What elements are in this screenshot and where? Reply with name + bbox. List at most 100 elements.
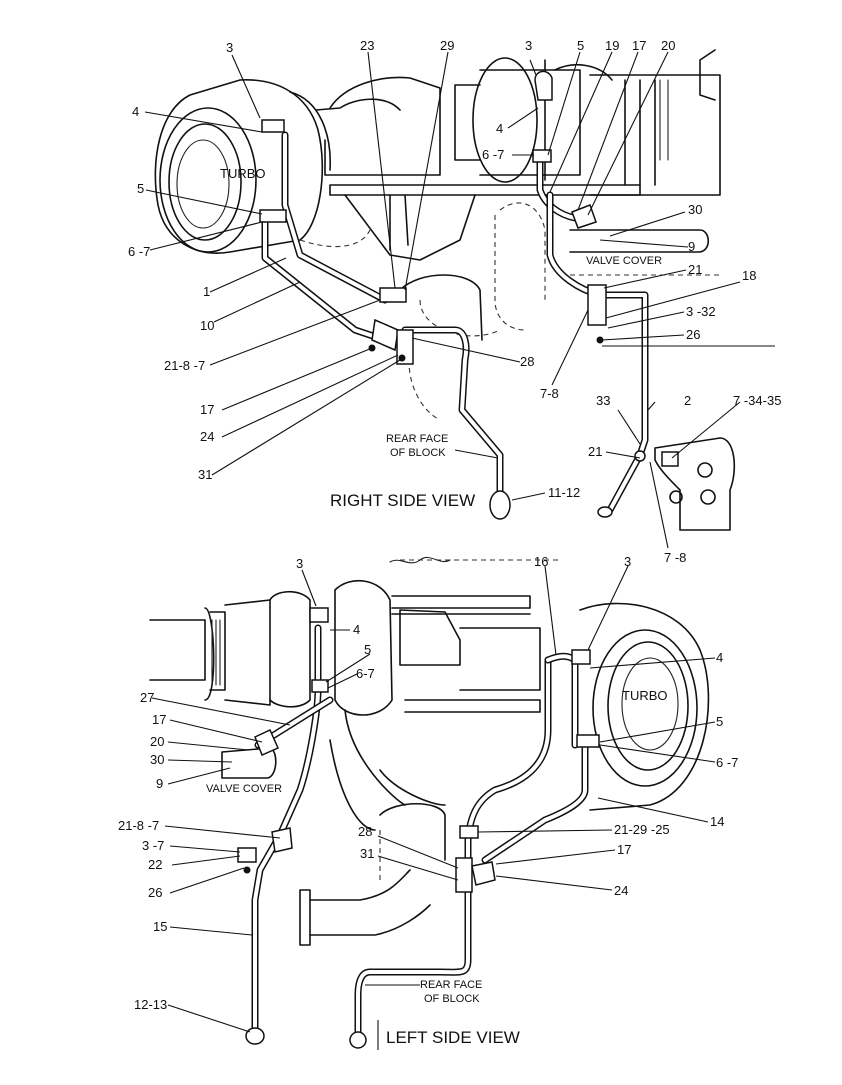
callout: 5 [137,181,144,196]
left-manifold [299,556,560,946]
left-fittings [237,607,600,1049]
right-clamp-18 [587,284,607,326]
callout: 22 [148,857,162,872]
callout: 5 [577,38,584,53]
callout: 18 [742,268,756,283]
right-exhaust-manifold [324,76,641,421]
callout: 24 [614,883,628,898]
left-side-view: TURBO VALVE COVER [118,554,738,1050]
right-fitting-3 [261,119,285,133]
callout: 7-8 [540,386,559,401]
callout: 7 -34-35 [733,393,781,408]
callout: 15 [153,919,167,934]
right-valve-cover-label: VALVE COVER [586,255,662,267]
callout: 17 [200,402,214,417]
callout: 23 [360,38,374,53]
left-turbo-label: TURBO [622,688,668,703]
left-valve-cover-label: VALVE COVER [206,783,282,795]
callout: 3 -7 [142,838,164,853]
callout: 3 -32 [686,304,716,319]
callout: 19 [605,38,619,53]
callout: 11-12 [548,485,580,500]
right-fitting-11-12 [489,490,511,520]
callout: 33 [596,393,610,408]
callout: 17 [632,38,646,53]
callout: 9 [688,239,695,254]
left-fitting-5 [311,679,329,693]
callout: 7 -8 [664,550,686,565]
callout: 6 -7 [128,244,150,259]
right-fitting-upper-5 [532,149,552,163]
callout: 3 [525,38,532,53]
callout: 4 [132,104,139,119]
callout: 21 [588,444,602,459]
callout: 29 [440,38,454,53]
callout: 28 [520,354,534,369]
callout: 5 [716,714,723,729]
callout: 12-13 [134,997,167,1012]
callout: 3 [296,556,303,571]
right-view-caption: RIGHT SIDE VIEW [330,491,475,510]
callout: 27 [140,690,154,705]
right-block-bracket [654,437,736,531]
callout: 17 [617,842,631,857]
callout: 30 [150,752,164,767]
callout: 14 [710,814,724,829]
callout: 21-8 -7 [164,358,205,373]
callout: 4 [716,650,723,665]
left-clamp-28 [455,857,473,893]
right-fittings [259,70,679,520]
callout: 6-7 [356,666,375,681]
left-clamp-22 [237,847,257,863]
right-rear-face-label-2: OF BLOCK [390,447,446,459]
left-fitting-upper-5 [576,734,600,748]
left-fitting-upper-3 [571,649,591,665]
right-turbo-housing: TURBO [154,79,401,254]
left-intake [149,599,271,706]
callout: 5 [364,642,371,657]
left-rear-face-label-2: OF BLOCK [424,993,480,1005]
right-turbo-label: TURBO [220,166,266,181]
callout: 20 [150,734,164,749]
callout: 21 [688,262,702,277]
right-second-turbo [454,57,613,183]
callout: 31 [360,846,374,861]
callout: 26 [148,885,162,900]
right-valve-cover: VALVE COVER [569,49,721,276]
callout: 24 [200,429,214,444]
callout: 28 [358,824,372,839]
callout: 21-29 -25 [614,822,670,837]
left-turbo-b: TURBO [579,602,710,811]
left-fitting-12-13 [245,1027,265,1045]
callout: 4 [353,622,360,637]
left-clamp-21 [459,825,479,839]
left-rear-face-label: REAR FACE [420,979,482,991]
left-turbo-a [269,579,406,831]
left-callouts: 3 4 5 6-7 27 17 20 30 9 21-8 -7 3 -7 22 … [118,554,738,1012]
callout: 4 [496,121,503,136]
right-rear-face-label: REAR FACE [386,433,448,445]
callout: 16 [534,554,548,569]
left-view-caption: LEFT SIDE VIEW [386,1028,520,1047]
right-fitting-5 [259,209,287,223]
right-fitting-7-34-35 [661,451,679,467]
callout: 6 -7 [716,755,738,770]
left-fitting-3 [309,607,329,623]
callout: 21-8 -7 [118,818,159,833]
right-callouts: 3 4 5 6 -7 1 10 21-8 -7 17 24 31 23 29 2… [128,38,781,565]
left-leaders [151,565,716,1033]
callout: 26 [686,327,700,342]
right-fitting-upper-3 [534,70,553,101]
callout: 10 [200,318,214,333]
right-clamp-21 [379,287,407,303]
callout: 30 [688,202,702,217]
callout: 3 [624,554,631,569]
callout: 2 [684,393,691,408]
callout: 3 [226,40,233,55]
callout: 6 -7 [482,147,504,162]
callout: 31 [198,467,212,482]
right-leaders [144,51,775,549]
callout: 1 [203,284,210,299]
callout: 9 [156,776,163,791]
